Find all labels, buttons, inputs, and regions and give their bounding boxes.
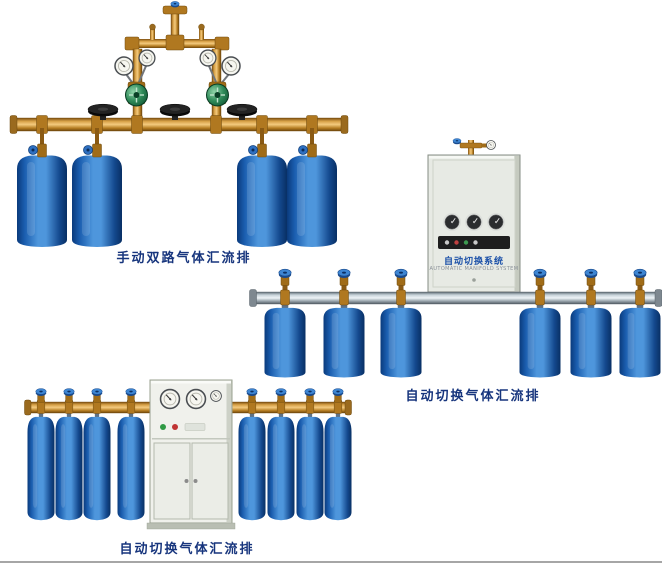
blue-handwheel <box>452 138 462 145</box>
cabinet-divider <box>152 438 230 440</box>
pipe-elbow <box>214 36 230 51</box>
pressure-gauge <box>114 56 134 76</box>
gas-cylinder <box>287 146 337 247</box>
pipe-tee <box>165 34 185 51</box>
pressure-gauge <box>486 140 496 150</box>
port-stub <box>481 143 487 148</box>
gas-cylinder <box>323 300 365 378</box>
cylinder-valve <box>279 269 291 285</box>
port-stub <box>199 28 204 40</box>
gas-cylinder <box>619 300 661 378</box>
indicator-light <box>172 424 178 430</box>
cabinet-sublabel: AUTOMATIC MANIFOLD SYSTEM <box>429 266 519 272</box>
cabinet-highlight <box>151 381 231 384</box>
gas-cylinder <box>570 300 612 378</box>
gas-cylinder <box>72 146 122 247</box>
indicator-light <box>463 240 469 245</box>
pressure-gauge <box>199 49 217 67</box>
pipe-end-cap <box>344 399 352 416</box>
gas-cylinder <box>55 406 83 521</box>
pipe-union <box>210 115 222 134</box>
indicator-light <box>454 240 459 245</box>
cylinder-valve <box>534 269 546 285</box>
pipe-union <box>635 289 645 306</box>
gas-cylinder <box>17 146 67 247</box>
cabinet-gauge <box>442 212 462 232</box>
pipe-end-cap <box>249 289 257 307</box>
pipe-elbow <box>124 36 140 51</box>
black-handwheel <box>226 103 258 121</box>
pressure-gauge <box>221 56 241 76</box>
cabinet-gauge <box>159 388 181 410</box>
figure-auto-switch-wall <box>249 138 662 378</box>
collector-pipe <box>252 291 661 305</box>
gas-cylinder <box>380 300 422 378</box>
pipe-end-cap <box>9 115 18 134</box>
cabinet-gauge <box>210 390 222 402</box>
cabinet-gauge <box>486 212 506 232</box>
cylinder-valve <box>395 269 407 285</box>
gas-cylinder <box>267 406 295 521</box>
gas-cylinder <box>237 146 287 247</box>
pipe-end-cap <box>654 289 662 307</box>
gas-cylinder <box>519 300 561 378</box>
blue-handwheel <box>170 1 180 8</box>
cabinet-bevel <box>432 159 516 288</box>
caption-auto-switch-floor: 自动切换气体汇流排 <box>119 542 255 557</box>
gauge-stem <box>208 65 217 83</box>
cabinet-gauge <box>464 212 484 232</box>
regulator-handwheel <box>205 83 230 107</box>
indicator-light <box>473 240 478 245</box>
figure-manual-dual-manifold <box>9 1 349 247</box>
figure-auto-switch-floor <box>24 379 352 530</box>
cabinet-highlight <box>429 156 514 159</box>
cylinder-valve <box>338 269 350 285</box>
cabinet-gauge <box>185 388 207 410</box>
pipe-union <box>535 289 545 306</box>
cabinet-base <box>146 522 236 530</box>
gas-cylinder <box>27 406 55 521</box>
manifold-pipe <box>13 117 345 132</box>
gas-cylinder <box>238 406 266 521</box>
indicator-light <box>160 424 166 430</box>
bottom-divider <box>0 561 662 563</box>
door-handle <box>193 479 198 483</box>
cylinder-valve <box>634 269 646 285</box>
pipe-union <box>280 289 290 306</box>
gas-cylinder <box>264 300 306 378</box>
gas-cylinder <box>83 406 111 521</box>
cylinder-valve <box>585 269 597 285</box>
pipe-tee <box>459 142 483 149</box>
black-handwheel <box>159 103 191 121</box>
pipe-union <box>396 289 406 306</box>
pipe-union <box>131 115 143 134</box>
pipe-union <box>586 289 596 306</box>
port-cap <box>198 23 205 31</box>
gas-cylinder <box>324 406 352 521</box>
regulator-handwheel <box>124 83 149 107</box>
gas-cylinder <box>117 406 145 521</box>
gas-cylinder <box>296 406 324 521</box>
label-plate <box>184 423 206 431</box>
caption-auto-switch-wall: 自动切换气体汇流排 <box>405 389 541 404</box>
cabinet-shade <box>514 156 520 291</box>
door-handle <box>184 479 189 483</box>
port-stub <box>150 28 155 40</box>
pressure-gauge <box>138 49 156 67</box>
pipe-union <box>339 289 349 306</box>
pipe-end-cap <box>340 115 349 134</box>
caption-manual-dual-manifold: 手动双路气体汇流排 <box>116 251 252 266</box>
gauge-stem <box>138 65 147 83</box>
pipe-end-cap <box>24 399 32 416</box>
cabinet-door <box>191 442 229 520</box>
indicator-light <box>444 240 450 245</box>
cabinet-lock <box>472 278 476 282</box>
cabinet-label: 自动切换系统 <box>443 257 504 267</box>
port-cap <box>149 23 156 31</box>
cabinet-shade <box>226 381 232 522</box>
cabinet-door <box>153 442 191 520</box>
